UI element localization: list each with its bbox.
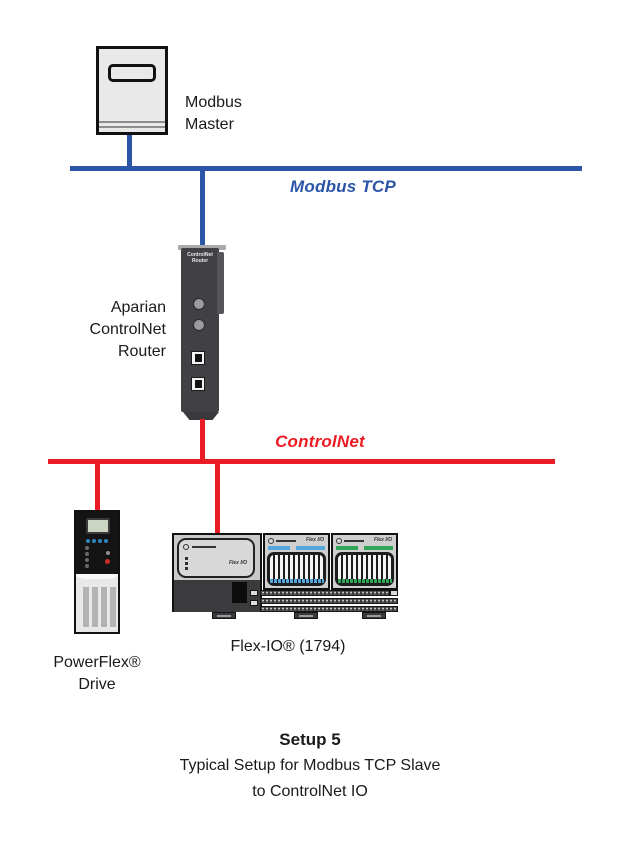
- caption-line1: Typical Setup for Modbus TCP Slave: [179, 757, 441, 774]
- powerflex-drive-device: [74, 510, 120, 634]
- adapter-connector: [232, 582, 247, 603]
- allen-bradley-logo-icon: [268, 538, 274, 544]
- controlnet-to-flexio-line: [215, 463, 220, 535]
- router-label: Aparian ControlNet Router: [40, 297, 166, 363]
- rack-mounting-foot: [212, 612, 236, 619]
- allen-bradley-wordmark: [192, 546, 216, 548]
- modbus-master-label-line2: Master: [185, 116, 234, 133]
- io-module-stripe: [296, 546, 325, 550]
- modbus-master-vent: [99, 126, 165, 128]
- terminal-key-tab: [250, 600, 258, 606]
- router-device-label-line1: ControlNet: [187, 252, 213, 258]
- router-foot: [183, 412, 219, 420]
- drive-key: [85, 546, 89, 550]
- router-status-led: [193, 319, 205, 331]
- powerflex-label-line2: Drive: [78, 676, 116, 693]
- terminal-end-tab: [390, 590, 398, 596]
- controlnet-to-powerflex-line: [95, 463, 100, 511]
- io-led-strip: [269, 579, 324, 583]
- router-status-led: [193, 298, 205, 310]
- terminal-key-tab: [250, 590, 258, 596]
- adapter-status-indicator: [185, 567, 188, 570]
- modbus-tcp-bus: [70, 166, 582, 171]
- drive-lcd-screen: [86, 518, 110, 534]
- rack-mounting-foot: [362, 612, 386, 619]
- modbus-bus-to-router-line: [200, 170, 205, 248]
- drive-key: [85, 564, 89, 568]
- powerflex-label: PowerFlex® Drive: [22, 652, 172, 696]
- terminal-base-row: [260, 590, 390, 596]
- io-module-stripe: [364, 546, 393, 550]
- allen-bradley-wordmark: [344, 540, 364, 542]
- router-top-cap: [178, 245, 226, 250]
- allen-bradley-wordmark: [276, 540, 296, 542]
- diagram-caption: Setup 5 Typical Setup for Modbus TCP Sla…: [80, 727, 540, 805]
- rack-mounting-foot: [294, 612, 318, 619]
- powerflex-label-line1: PowerFlex®: [53, 654, 141, 671]
- allen-bradley-logo-icon: [336, 538, 342, 544]
- drive-key-blue: [98, 539, 102, 543]
- modbus-master-label: Modbus Master: [185, 92, 242, 136]
- router-side-flange: [217, 252, 224, 314]
- drive-key-gray: [106, 551, 110, 555]
- flexio-label: Flex-IO® (1794): [230, 638, 346, 655]
- flexio-io-module-1: Flex I/O: [263, 533, 330, 590]
- drive-key: [85, 558, 89, 562]
- port-pin: [194, 354, 202, 362]
- router-ethernet-port: [191, 351, 205, 365]
- router-label-line3: Router: [117, 343, 166, 360]
- io-module-stripe: [268, 546, 290, 550]
- adapter-base: [174, 580, 260, 612]
- port-pin: [194, 380, 202, 388]
- flexio-brand-logo: Flex I/O: [373, 537, 392, 543]
- controlnet-bus: [48, 459, 555, 464]
- router-label-line2: ControlNet: [89, 321, 166, 338]
- flexio-rack-device: Flex I/O Flex I/O Flex I/O: [172, 533, 399, 620]
- drive-key: [85, 552, 89, 556]
- io-module-stripe: [336, 546, 358, 550]
- router-label-line1: Aparian: [110, 299, 166, 316]
- flexio-io-module-2: Flex I/O: [331, 533, 398, 590]
- io-led-strip: [337, 579, 392, 583]
- router-device-label-line2: Router: [191, 258, 209, 264]
- modbus-master-vent: [99, 121, 165, 123]
- terminal-base-row: [260, 598, 398, 604]
- drive-key-blue: [92, 539, 96, 543]
- router-to-controlnet-bus-line: [200, 419, 205, 461]
- allen-bradley-logo-icon: [183, 544, 189, 550]
- flexio-adapter-module: Flex I/O: [172, 533, 262, 612]
- flexio-brand-logo: Flex I/O: [228, 560, 247, 566]
- modbus-master-screen: [108, 64, 156, 82]
- modbus-master-label-line1: Modbus: [185, 94, 242, 111]
- drive-vent-slot: [110, 587, 116, 627]
- adapter-status-indicator: [185, 562, 188, 565]
- drive-vent-slot: [101, 587, 107, 627]
- adapter-face-panel: Flex I/O: [177, 538, 255, 578]
- master-to-modbus-bus-line: [127, 135, 132, 169]
- terminal-base-row: [260, 606, 398, 612]
- modbus-master-device: [96, 46, 168, 135]
- drive-bezel-strip: [76, 574, 118, 579]
- drive-vent-slot: [83, 587, 89, 627]
- drive-stop-key: [105, 559, 110, 564]
- caption-title: Setup 5: [279, 730, 341, 749]
- drive-vent-slot: [92, 587, 98, 627]
- router-ethernet-port: [191, 377, 205, 391]
- controlnet-label: ControlNet: [275, 432, 365, 451]
- drive-keypad: [76, 512, 118, 574]
- adapter-status-indicator: [185, 557, 188, 560]
- caption-line2: to ControlNet IO: [252, 783, 368, 800]
- drive-key-blue: [104, 539, 108, 543]
- modbus-tcp-label: Modbus TCP: [290, 177, 396, 196]
- drive-key-blue: [86, 539, 90, 543]
- flexio-brand-logo: Flex I/O: [305, 537, 324, 543]
- router-device-label: ControlNet Router: [181, 252, 219, 264]
